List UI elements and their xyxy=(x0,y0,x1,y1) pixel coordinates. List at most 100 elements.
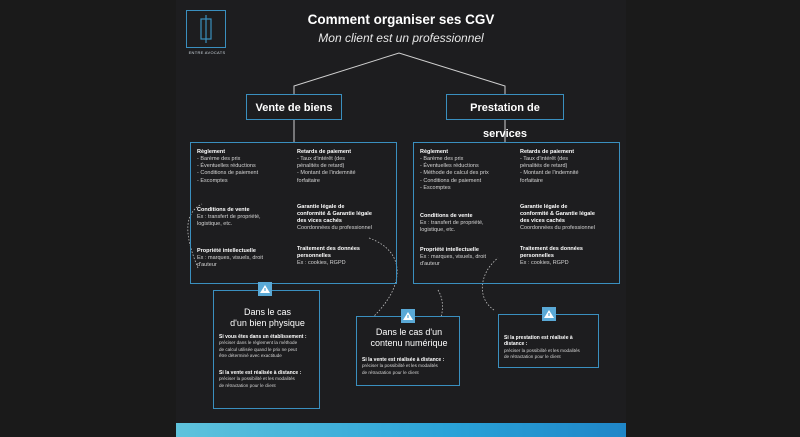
section-title: Conditions de vente xyxy=(197,207,250,213)
note-line: préciser la possibilité et les modalités xyxy=(362,363,438,369)
list-item: - Taux d'intérêt (des xyxy=(520,156,569,162)
case-contenu-numerique: Dans le cas d'un contenu numérique Si la… xyxy=(356,316,460,386)
note-line: de rétractation pour le client xyxy=(219,382,276,388)
section-title: Garantie légale de xyxy=(297,204,345,210)
text-line: logistique, etc. xyxy=(420,227,456,234)
logo-caption: ENTRE AVOCATS xyxy=(188,50,226,55)
section-title: Règlement xyxy=(197,149,226,155)
section-title: Conditions de vente xyxy=(420,213,473,219)
text-line: Ex : marques, visuels, droit xyxy=(197,255,264,261)
section-retards: Retards de paiement - Taux d'intérêt (de… xyxy=(520,149,618,185)
list-item: forfaitaire xyxy=(297,177,320,184)
list-item: forfaitaire xyxy=(520,177,543,184)
case-prestation-distance: Si la prestation est réalisée à distance… xyxy=(498,314,599,368)
logo xyxy=(186,10,226,48)
case-title-line: contenu numérique xyxy=(370,337,448,348)
text-line: Ex : transfert de propriété, xyxy=(420,220,484,226)
text-line: Coordonnées du professionnel xyxy=(520,225,595,231)
section-reglement: Règlement - Barème des prix - Éventuelle… xyxy=(197,149,292,185)
section-title: conformité & Garantie légale xyxy=(520,211,595,217)
case-title-line: Dans le cas xyxy=(243,307,292,317)
section-garantie: Garantie légale de conformité & Garantie… xyxy=(520,204,618,232)
case-note: Si la vente est réalisée à distance : pr… xyxy=(362,357,459,376)
footer-stripe xyxy=(176,423,626,437)
detail-box-prestation: Règlement - Barème des prix - Éventuelle… xyxy=(413,142,620,284)
infographic: ENTRE AVOCATS Comment organiser ses CGV … xyxy=(176,0,626,437)
list-item: - Éventuelles réductions xyxy=(420,163,479,170)
dotted-link-4 xyxy=(481,257,499,311)
case-bien-physique: Dans le cas d'un bien physique Si vous ê… xyxy=(213,290,320,409)
text-line: d'auteur xyxy=(197,262,217,269)
case-title: Dans le cas d'un bien physique xyxy=(214,307,321,328)
case-note: Si la vente est réalisée à distance : pr… xyxy=(219,370,319,389)
section-title: conformité & Garantie légale xyxy=(297,211,372,217)
section-title: Traitement des données xyxy=(297,246,360,252)
section-retards: Retards de paiement - Taux d'intérêt (de… xyxy=(297,149,395,185)
section-title: Retards de paiement xyxy=(297,149,352,155)
logo-mark xyxy=(200,15,212,43)
note-heading: Si vous êtes dans un établissement : xyxy=(219,334,307,340)
list-item: - Barème des prix xyxy=(197,156,241,162)
section-title: Propriété intellectuelle xyxy=(197,248,256,254)
section-title: personnelles xyxy=(520,253,554,259)
list-item: - Escomptes xyxy=(420,184,451,191)
branch-label: Prestation de services xyxy=(470,102,540,140)
branch-vente-de-biens: Vente de biens xyxy=(246,94,342,120)
note-line: préciser la possibilité et les modalités xyxy=(219,376,295,382)
section-title: Règlement xyxy=(420,149,449,155)
note-line: de rétractation pour le client xyxy=(504,354,561,360)
section-title: Propriété intellectuelle xyxy=(420,247,479,253)
note-heading: Si la vente est réalisée à distance : xyxy=(362,357,445,363)
text-line: Coordonnées du professionnel xyxy=(297,225,372,231)
dotted-link-1 xyxy=(187,203,203,269)
note-line: préciser la possibilité et les modalités xyxy=(504,347,580,353)
list-item: - Méthode de calcul des prix xyxy=(420,170,489,177)
note-line: de rétractation pour le client xyxy=(362,369,419,375)
case-title-line: Dans le cas d'un xyxy=(375,327,443,337)
connector-lines xyxy=(187,52,506,327)
section-conditions: Conditions de vente Ex : transfert de pr… xyxy=(420,213,515,234)
note-line: être déterminé avec exactitude xyxy=(219,352,282,358)
section-title: des vices cachés xyxy=(520,218,565,224)
page-title: Comment organiser ses CGV xyxy=(307,12,495,27)
list-item: - Montant de l'indemnité xyxy=(297,170,356,177)
note-line: préciser dans le règlement la méthode xyxy=(219,340,298,346)
detail-box-vente: Règlement - Barème des prix - Éventuelle… xyxy=(190,142,397,284)
list-item: - Conditions de paiement xyxy=(420,177,482,184)
section-donnees: Traitement des données personnelles Ex :… xyxy=(297,246,395,267)
dotted-link-3 xyxy=(437,289,443,327)
warning-icon xyxy=(542,307,556,321)
list-item: - Barème des prix xyxy=(420,156,464,162)
section-conditions: Conditions de vente Ex : transfert de pr… xyxy=(197,207,292,228)
note-heading: distance : xyxy=(504,341,528,348)
section-title: Traitement des données xyxy=(520,246,583,252)
note-heading: Si la prestation est réalisée à xyxy=(504,335,573,341)
list-item: - Éventuelles réductions xyxy=(197,163,256,170)
section-propriete: Propriété intellectuelle Ex : marques, v… xyxy=(420,247,515,268)
case-note: Si la prestation est réalisée à distance… xyxy=(504,335,598,360)
note-heading: Si la vente est réalisée à distance : xyxy=(219,370,302,376)
text-line: Ex : cookies, RGPD xyxy=(297,260,346,266)
page-subtitle: Mon client est un professionnel xyxy=(318,31,484,45)
text-line: Ex : transfert de propriété, xyxy=(197,214,261,220)
list-item: - Escomptes xyxy=(197,177,228,184)
section-donnees: Traitement des données personnelles Ex :… xyxy=(520,246,618,267)
section-title: des vices cachés xyxy=(297,218,342,224)
list-item: - Montant de l'indemnité xyxy=(520,170,579,177)
branch-prestation-de-services: Prestation de services xyxy=(446,94,564,140)
list-item: pénalités de retard) xyxy=(520,163,568,170)
list-item: - Conditions de paiement xyxy=(197,170,259,177)
text-line: d'auteur xyxy=(420,261,440,268)
case-title: Dans le cas d'un contenu numérique xyxy=(357,327,461,348)
case-note: Si vous êtes dans un établissement : pré… xyxy=(219,334,319,359)
section-title: Garantie légale de xyxy=(520,204,568,210)
warning-icon xyxy=(401,309,415,323)
section-garantie: Garantie légale de conformité & Garantie… xyxy=(297,204,395,232)
dotted-link-2 xyxy=(368,237,398,319)
warning-icon xyxy=(258,282,272,296)
text-line: Ex : cookies, RGPD xyxy=(520,260,569,266)
list-item: - Taux d'intérêt (des xyxy=(297,156,346,162)
section-reglement: Règlement - Barème des prix - Éventuelle… xyxy=(420,149,515,192)
list-item: pénalités de retard) xyxy=(297,163,345,170)
note-line: de calcul utilisée quand le prix ne peut xyxy=(219,346,297,352)
